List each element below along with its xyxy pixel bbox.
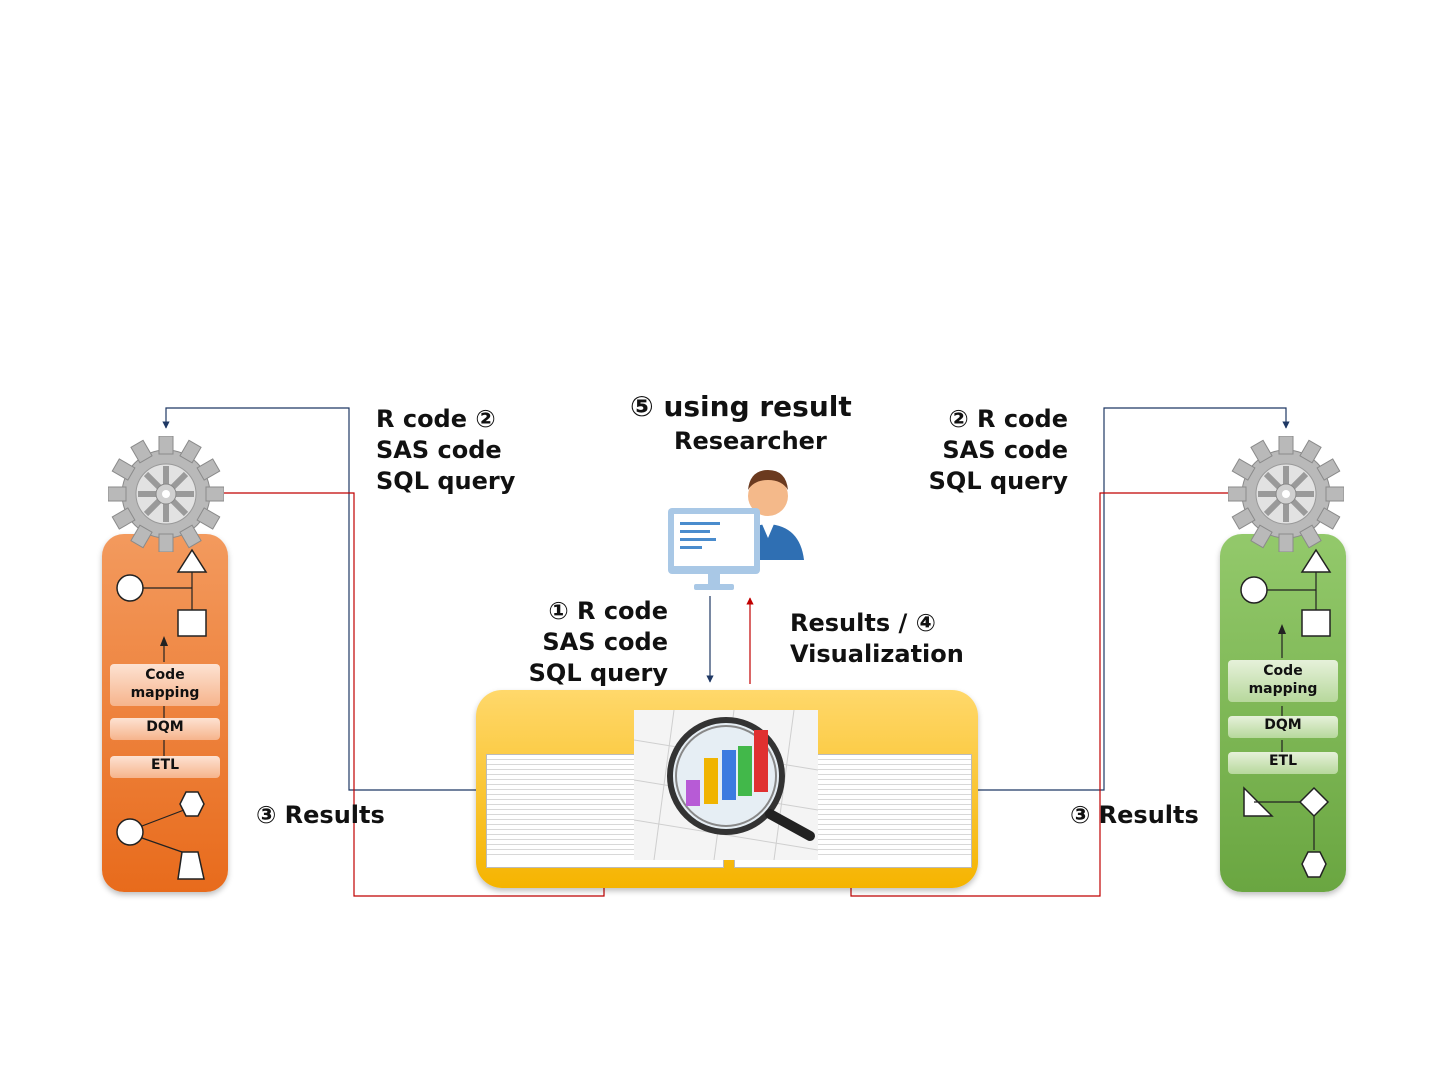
right-site-panel: Code mapping DQM ETL: [1220, 534, 1346, 892]
step-code-mapping: Code mapping: [110, 664, 220, 706]
researcher-monitor-icon: [664, 456, 810, 596]
researcher-label: Researcher: [674, 426, 827, 457]
magnifier-chart: [634, 710, 818, 860]
left-shapes-top: [102, 534, 228, 664]
query-label-center: ① R code SAS code SQL query: [520, 596, 668, 689]
using-result-title: ⑤ using result: [630, 390, 852, 424]
results-label-right: ③ Results: [1070, 800, 1199, 831]
step-code-mapping: Code mapping: [1228, 660, 1338, 702]
right-shapes-bottom: [1220, 702, 1346, 892]
gear-icon: [108, 436, 224, 552]
left-shapes-bottom: [102, 702, 228, 892]
results-label-left: ③ Results: [256, 800, 385, 831]
right-shapes-top: [1220, 534, 1346, 664]
left-site-panel: Code mapping DQM ETL: [102, 534, 228, 892]
query-label-left: R code ② SAS code SQL query: [376, 404, 515, 497]
results-visualization-label: Results / ④ Visualization: [790, 608, 964, 670]
magnifier-chart-icon: [634, 710, 818, 860]
gear-icon: [1228, 436, 1344, 552]
query-label-right: ② R code SAS code SQL query: [920, 404, 1068, 497]
researcher-figure: [664, 456, 810, 596]
central-data-box: [476, 690, 978, 888]
